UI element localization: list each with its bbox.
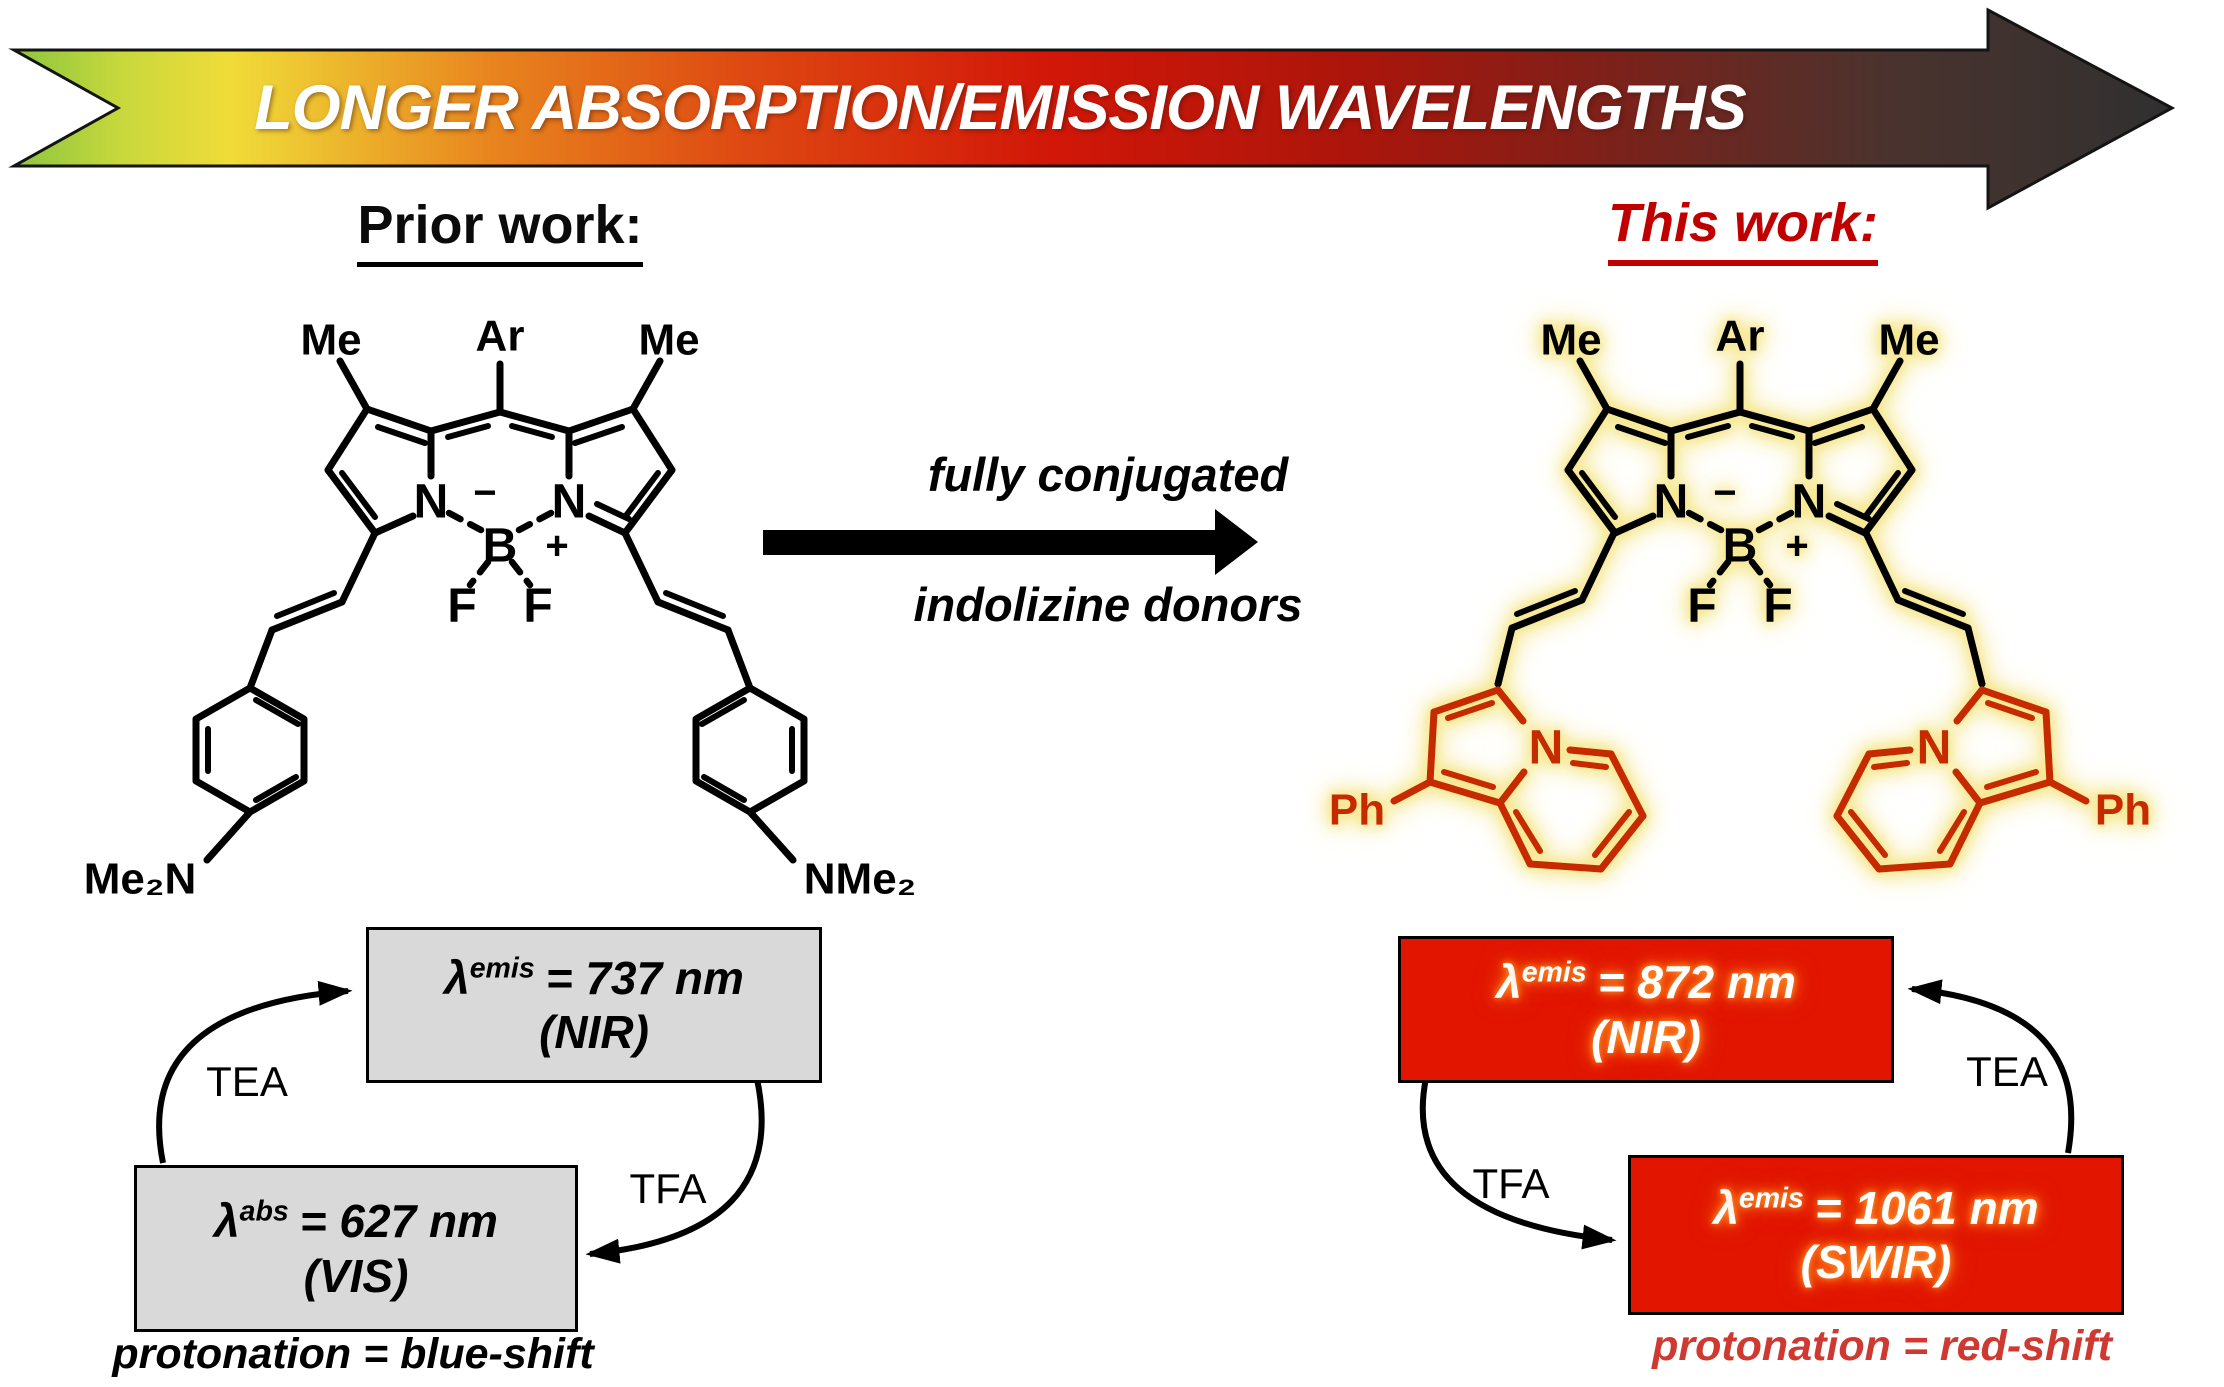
indolizine-donor (1390, 686, 1647, 873)
atom-label-ph-left: Ph (1329, 786, 1385, 835)
prior-absorption-box: λabs= 627 nm (VIS) (134, 1165, 578, 1332)
cycle-arrow-tfa-prior (585, 1078, 765, 1264)
this-emission-swir-range: (SWIR) (1800, 1236, 1952, 1288)
wavelength-banner-arrow (8, 7, 2176, 211)
reaction-condition-line2: indolizine donors (913, 578, 1303, 631)
this-emission-swir-box: λemis= 1061 nm (SWIR) (1628, 1155, 2124, 1315)
tfa-label-prior: TFA (629, 1165, 707, 1212)
caption-this: protonation = red-shift (1652, 1322, 2112, 1370)
prior-absorption-value: λabs= 627 nm (214, 1195, 498, 1248)
atom-label-nme2: NMe₂ (804, 855, 916, 904)
tea-label-prior: TEA (206, 1058, 288, 1105)
this-emission-nir-range: (NIR) (1591, 1010, 1701, 1063)
atom-label-ar: Ar (476, 312, 525, 361)
prior-molecule: Me Ar Me N N B F F − + (84, 312, 916, 904)
this-emission-nir-value: λemis= 872 nm (1496, 956, 1796, 1009)
this-emission-swir-value: λemis= 1061 nm (1713, 1181, 2039, 1234)
banner-label: LONGER ABSORPTION/EMISSION WAVELENGTHS (254, 73, 1747, 143)
prior-emission-box: λemis= 737 nm (NIR) (366, 927, 822, 1083)
tfa-label-this: TFA (1472, 1160, 1550, 1207)
atom-label-f-left: F (447, 580, 476, 633)
prior-absorption-range: (VIS) (303, 1249, 409, 1302)
this-work-heading: This work: (1568, 192, 1918, 266)
indolizine-donor-mirror (1837, 690, 2086, 869)
atom-label-b: B (483, 520, 518, 573)
cycle-arrow-tea-prior (156, 980, 353, 1164)
styryl-arm-mirror (625, 533, 804, 860)
cycle-arrow-tea-this (1907, 979, 2075, 1154)
reaction-condition-line1: fully conjugated (927, 448, 1289, 501)
cycle-arrow-tfa-this (1419, 1077, 1617, 1250)
atom-label-n-left: N (414, 476, 449, 529)
atom-label-me2n: Me₂N (84, 855, 196, 904)
atom-label-f-right: F (523, 580, 552, 633)
atom-label-n-right: N (552, 476, 587, 529)
bodipy-core-this-work (1540, 312, 1939, 633)
atom-label-n-indolizine-left: N (1529, 722, 1564, 775)
styryl-arm (192, 529, 379, 864)
atom-label-me-right: Me (638, 316, 699, 365)
charge-minus: − (473, 471, 496, 515)
prior-work-heading: Prior work: (330, 194, 670, 267)
vinyl-arm (1494, 529, 1618, 688)
vinyl-arm-mirror (1866, 533, 1982, 684)
atom-label-n-indolizine-right: N (1917, 722, 1952, 775)
reaction-arrow (763, 509, 1258, 575)
atom-label-ph-right: Ph (2095, 786, 2151, 835)
atom-label-me-left: Me (300, 316, 361, 365)
prior-emission-range: (NIR) (539, 1006, 649, 1058)
prior-emission-value: λemis= 737 nm (444, 951, 744, 1004)
caption-prior: protonation = blue-shift (112, 1330, 594, 1378)
charge-plus: + (545, 524, 568, 568)
this-emission-nir-box: λemis= 872 nm (NIR) (1398, 936, 1894, 1083)
this-work-molecule: N N Ph Ph (1329, 312, 2151, 873)
bodipy-core: Me Ar Me N N B F F − + (300, 312, 699, 633)
tea-label-this: TEA (1966, 1048, 2048, 1095)
